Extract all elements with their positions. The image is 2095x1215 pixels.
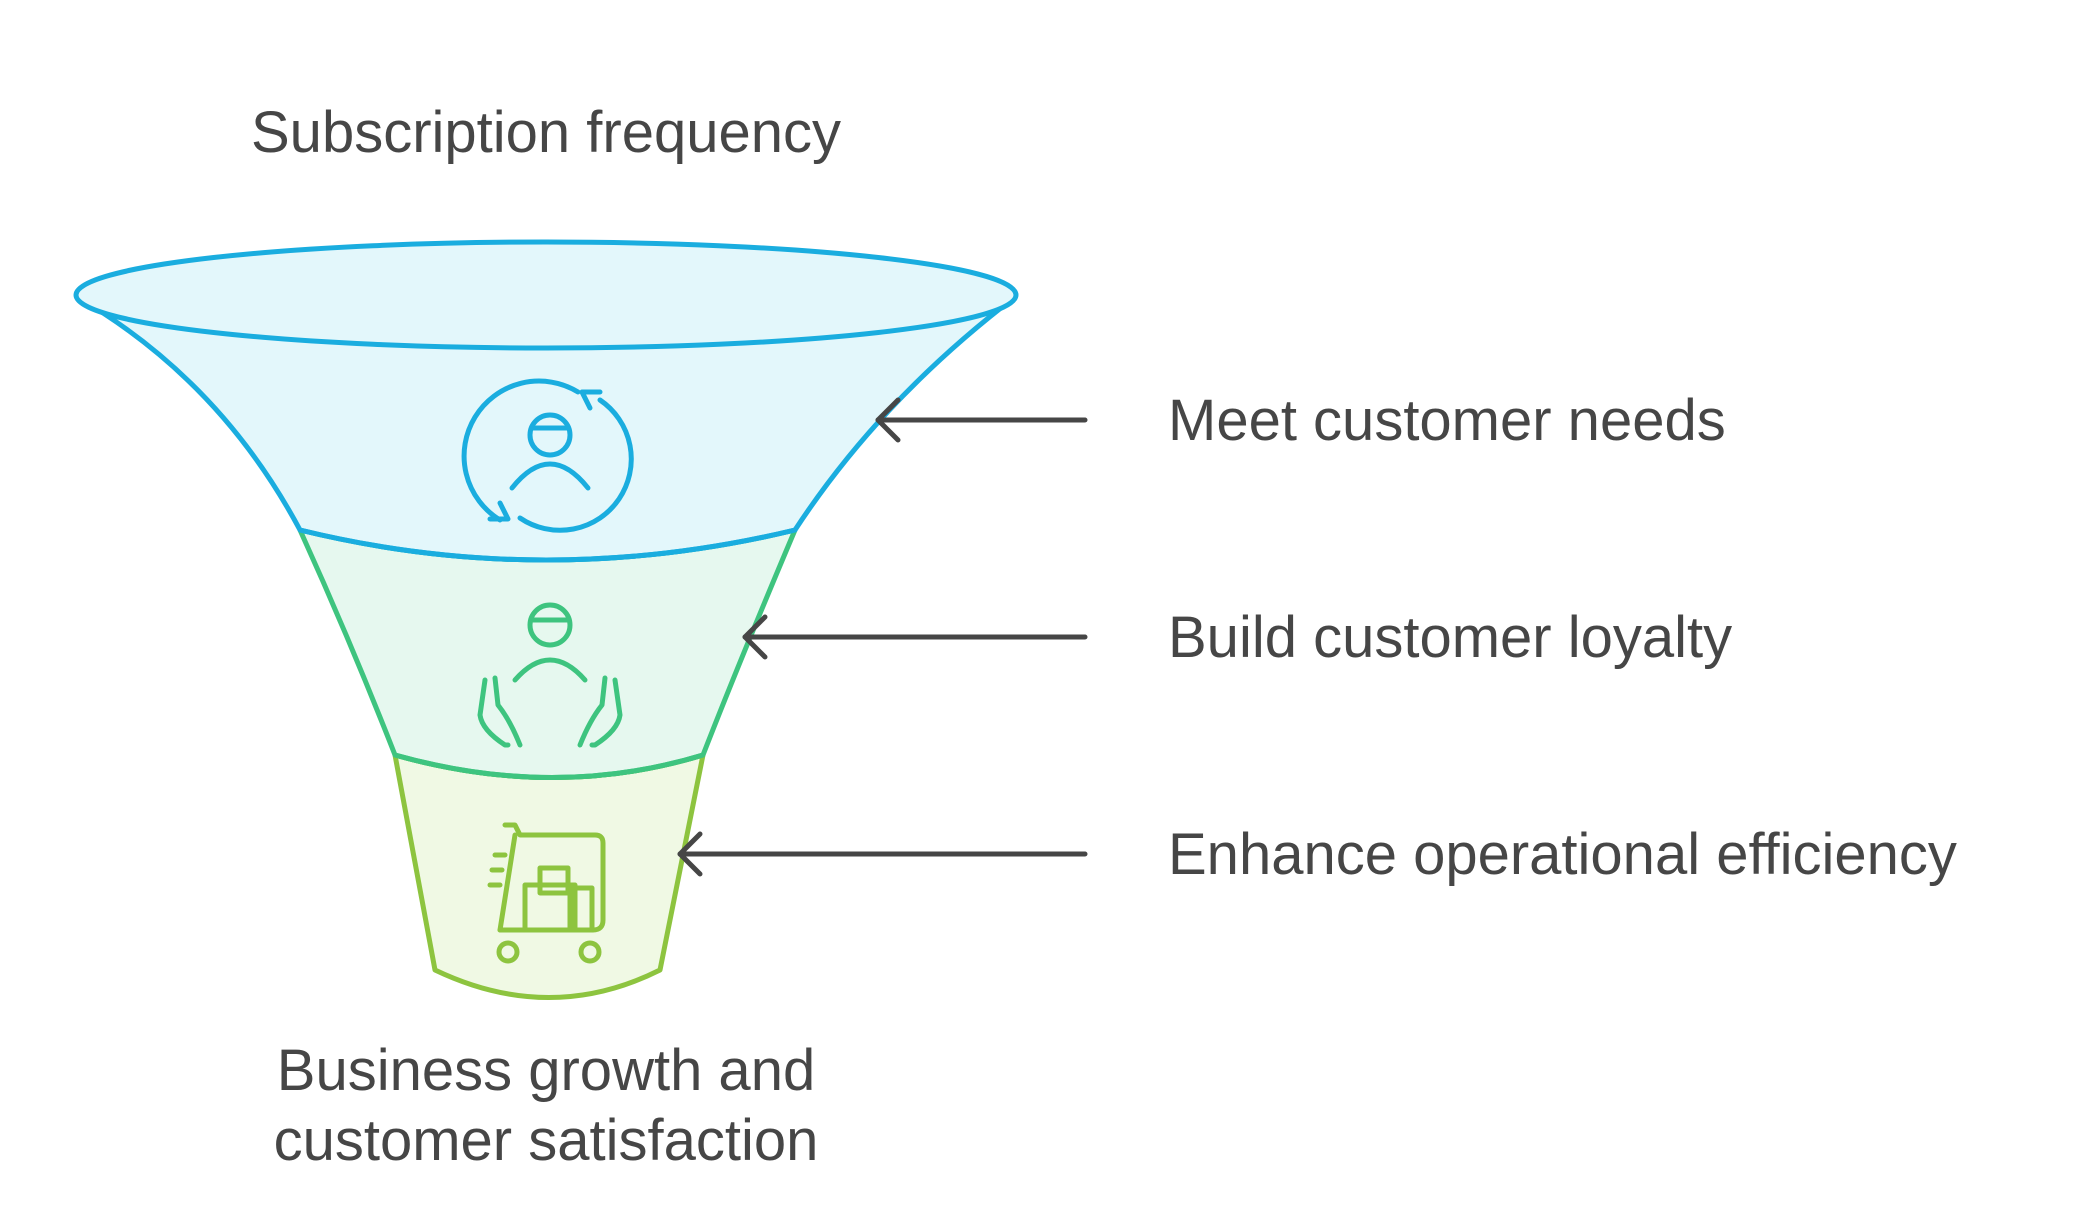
stage-1-label: Meet customer needs [1168, 388, 1726, 453]
stage-2-label: Build customer loyalty [1168, 605, 1732, 670]
arrow-stage-2 [742, 614, 1088, 660]
outcome-label-line-2: customer satisfaction [274, 1108, 819, 1173]
outcome-label-line-1: Business growth and [277, 1038, 815, 1103]
stage-3-label: Enhance operational efficiency [1168, 822, 1957, 887]
delivery-cart-icon [487, 822, 606, 964]
arrow-stage-1 [875, 397, 1088, 443]
caring-hands-icon [477, 602, 623, 748]
customer-cycle-icon [461, 378, 634, 533]
diagram-title: Subscription frequency [251, 100, 841, 165]
arrow-stage-3 [677, 831, 1088, 877]
funnel-stage-2 [297, 527, 798, 780]
funnel-stage-1 [73, 239, 1019, 563]
funnel-stage-3 [392, 752, 706, 1000]
